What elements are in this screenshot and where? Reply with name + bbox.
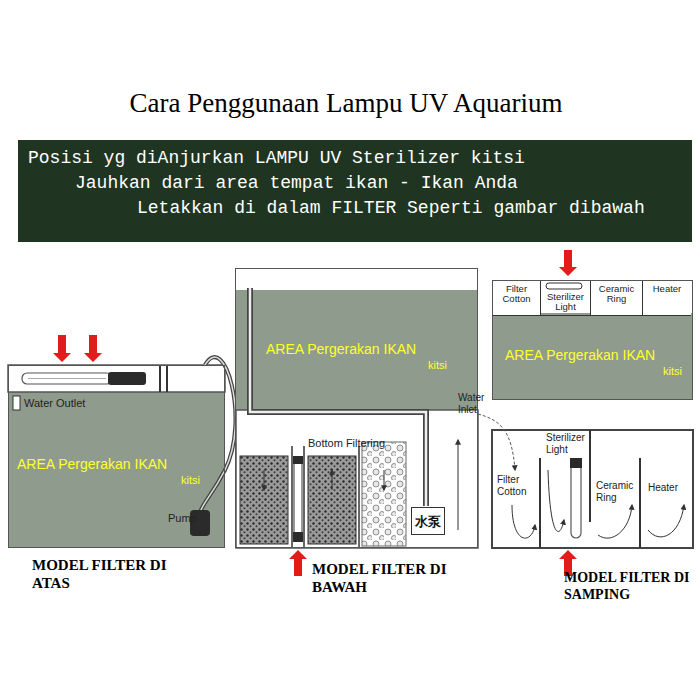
part-label: Ceramic Ring [596,480,638,503]
filter-wall [539,458,541,548]
pump-hose [200,357,235,512]
uv-lamp-cap [293,456,303,464]
banner: Posisi yg diAnjurkan LAMPU UV Sterilizer… [18,140,692,242]
part-label: Pump [168,512,197,524]
uv-lamp [571,464,581,538]
compartment: Ceramic Ring [591,281,643,316]
red-arrow [53,335,71,362]
flow-arrow [332,470,333,490]
watermark: kitsi [428,359,447,371]
flow-arrow [458,440,459,530]
flow-arrow [384,470,385,490]
watermark: kitsi [181,474,200,486]
sponge [308,456,356,544]
filter-wall [639,458,641,548]
sponge [240,456,288,544]
uv-lamp [22,373,112,384]
red-arrow [289,550,307,576]
banner-line: Letakkan di dalam FILTER Seperti gambar … [137,198,645,218]
title: Cara Penggunaan Lampu UV Aquarium [0,88,696,119]
part-label: Heater [648,482,678,493]
uv-lamp-cap [570,458,582,468]
side-filter [492,430,693,548]
uv-lamp [294,460,302,536]
water [493,313,692,399]
uv-lamp-core [28,378,106,379]
compartment-label: Filter Cotton [494,284,539,305]
pump-box: 水泵 [411,507,445,535]
part-label: Filter Cotton [497,474,537,497]
air-gap [236,268,478,290]
compartment: Filter Cotton [493,281,541,316]
red-arrow [559,250,577,276]
pump-label: 水泵 [412,513,444,531]
compartment-label: Sterilizer Light [542,292,589,313]
uv-lamp-cap [108,372,146,385]
flow-arrow [264,470,265,490]
bottom-filter [236,410,478,548]
flow-arrow [512,505,535,538]
water-outlet [13,396,20,410]
area-label: AREA Pergerakan IKAN [17,456,167,472]
banner-line: Posisi yg diAnjurkan LAMPU UV Sterilizer… [28,148,525,168]
caption: MODEL FILTER DI ATAS [32,556,192,592]
banner-line: Jauhkan dari area tempat ikan - Ikan And… [75,173,518,193]
compartment: Sterilizer Light [541,281,591,316]
red-arrow [84,335,102,362]
compartment-label: Heater [644,284,690,294]
inlet-arrow [478,414,515,470]
area-label: AREA Pergerakan IKAN [266,341,416,357]
tank: 水泵 AREA Pergerakan IKAN kitsi [235,268,478,548]
compartment-label: Ceramic Ring [592,284,641,305]
caption: MODEL FILTER DI BAWAH [312,560,462,596]
filter-wall [291,446,293,548]
watermark: kitsi [663,365,682,377]
flow-arrow [598,505,632,538]
part-label: Sterilizer Light [546,432,588,455]
filter-wall [358,446,360,548]
water [8,392,225,548]
part-label: Water Outlet [24,397,85,409]
filter-wall [166,365,168,392]
tank: Filter CottonSterilizer LightCeramic Rin… [492,280,693,400]
flow-arrow [648,505,684,537]
filter-wall [303,446,305,548]
ceramic-rings [362,442,406,546]
filter-wall [589,430,591,522]
part-label: Bottom Filtering [308,437,385,449]
uv-lamp-cap [293,532,303,542]
pump-hose [200,357,235,512]
caption: MODEL FILTER DI SAMPING [564,570,696,604]
flow-arrow [548,470,564,532]
compartment: Heater [643,281,691,316]
part-label: Water Inlet [458,392,498,415]
filter-wall [159,365,161,392]
top-filter [8,365,225,392]
area-label: AREA Pergerakan IKAN [505,347,655,363]
uv-lamp [546,283,582,289]
water [236,290,478,410]
